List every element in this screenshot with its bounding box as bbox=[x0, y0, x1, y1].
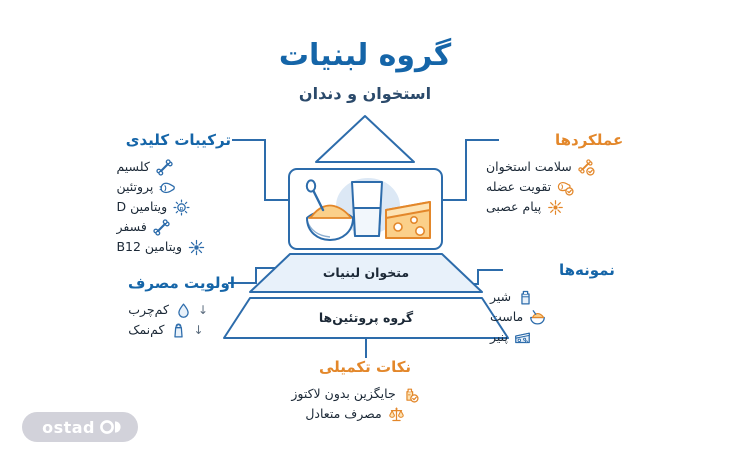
list-item: ویتامین B12 bbox=[116, 237, 205, 257]
bicep-icon bbox=[159, 182, 176, 193]
list-functions: سلامت استخوان تقویت عضله پیام عصبی bbox=[486, 157, 595, 217]
list-examples: شیر ماست پنیر bbox=[490, 287, 546, 347]
down-arrow-icon: ↓ bbox=[197, 303, 208, 317]
item-label: کم‌نمک bbox=[128, 321, 165, 337]
list-item: جایگزین بدون لاکتوز bbox=[291, 384, 419, 404]
pyramid-apex bbox=[315, 115, 415, 163]
item-label: فسفر bbox=[116, 218, 147, 234]
ostad-logo[interactable]: ostad bbox=[22, 412, 138, 442]
ostad-circles-icon bbox=[100, 420, 121, 434]
item-label: شیر bbox=[490, 288, 512, 304]
pyramid-tier-bottom bbox=[223, 297, 509, 339]
dairy-foods-illustration bbox=[305, 178, 431, 241]
pyramid-tier-middle bbox=[249, 253, 483, 293]
item-label: مصرف متعادل bbox=[305, 405, 382, 421]
list-priority: کم‌چرب ↓ کم‌نمک ↓ bbox=[128, 300, 210, 340]
nerve-icon bbox=[548, 199, 564, 215]
item-label: پنیر bbox=[490, 328, 508, 344]
salt-shaker-icon bbox=[174, 322, 184, 338]
yogurt-bowl-icon bbox=[530, 309, 546, 325]
item-label: تقویت عضله bbox=[486, 178, 552, 194]
page-title: گروه لبنیات bbox=[278, 38, 452, 73]
section-heading-key-compounds: ترکیبات کلیدی bbox=[125, 131, 231, 149]
list-item: مصرف متعادل bbox=[305, 404, 404, 424]
section-heading-priority: اولویت مصرف bbox=[127, 274, 235, 292]
list-tips: جایگزین بدون لاکتوز مصرف متعادل bbox=[0, 384, 730, 424]
down-arrow-icon: ↓ bbox=[193, 323, 204, 337]
cheese-icon bbox=[515, 332, 530, 343]
logo-text: ostad bbox=[42, 417, 95, 437]
list-key-compounds: کلسیم پروتئین ویتامین D D bbox=[116, 157, 205, 257]
item-label: کم‌چرب bbox=[128, 301, 169, 317]
list-item: کم‌نمک ↓ bbox=[128, 320, 210, 340]
lactose-free-check-icon bbox=[406, 388, 419, 403]
section-heading-examples: نمونه‌ها bbox=[559, 261, 615, 279]
dairy-illustration-card bbox=[288, 168, 443, 250]
item-label: ویتامین B12 bbox=[116, 238, 182, 254]
list-item: پروتئین bbox=[116, 177, 205, 197]
list-item: فسفر bbox=[116, 217, 205, 237]
list-item: کم‌چرب ↓ bbox=[128, 300, 210, 320]
bone-icon bbox=[156, 158, 173, 176]
balance-scale-icon bbox=[388, 406, 404, 421]
item-label: کلسیم bbox=[116, 158, 150, 174]
svg-text:D: D bbox=[180, 205, 184, 211]
list-item: پیام عصبی bbox=[486, 197, 595, 217]
list-item: تقویت عضله bbox=[486, 177, 595, 197]
list-item: کلسیم bbox=[116, 157, 205, 177]
list-item: سلامت استخوان bbox=[486, 157, 595, 177]
bone-icon bbox=[153, 218, 170, 236]
atom-icon bbox=[188, 239, 205, 255]
item-label: سلامت استخوان bbox=[486, 158, 572, 174]
item-label: ماست bbox=[490, 308, 524, 324]
item-label: پروتئین bbox=[116, 178, 154, 194]
list-item: شیر bbox=[490, 287, 546, 307]
sun-d-icon: D bbox=[173, 198, 190, 216]
bicep-check-icon bbox=[557, 181, 574, 196]
item-label: پیام عصبی bbox=[486, 198, 542, 214]
bone-check-icon bbox=[578, 158, 595, 176]
list-item: ماست bbox=[490, 307, 546, 327]
droplet-icon bbox=[178, 302, 189, 318]
milk-carton-icon bbox=[521, 290, 530, 305]
item-label: ویتامین D bbox=[116, 198, 168, 214]
list-item: ویتامین D D bbox=[116, 197, 205, 217]
section-heading-functions: عملکردها bbox=[555, 131, 624, 149]
connector-key-compounds bbox=[232, 139, 288, 201]
section-heading-tips: نکات تکمیلی bbox=[318, 358, 412, 376]
page-subtitle: استخوان و دندان bbox=[298, 84, 432, 103]
list-item: پنیر bbox=[490, 327, 546, 347]
item-label: جایگزین بدون لاکتوز bbox=[291, 385, 396, 401]
